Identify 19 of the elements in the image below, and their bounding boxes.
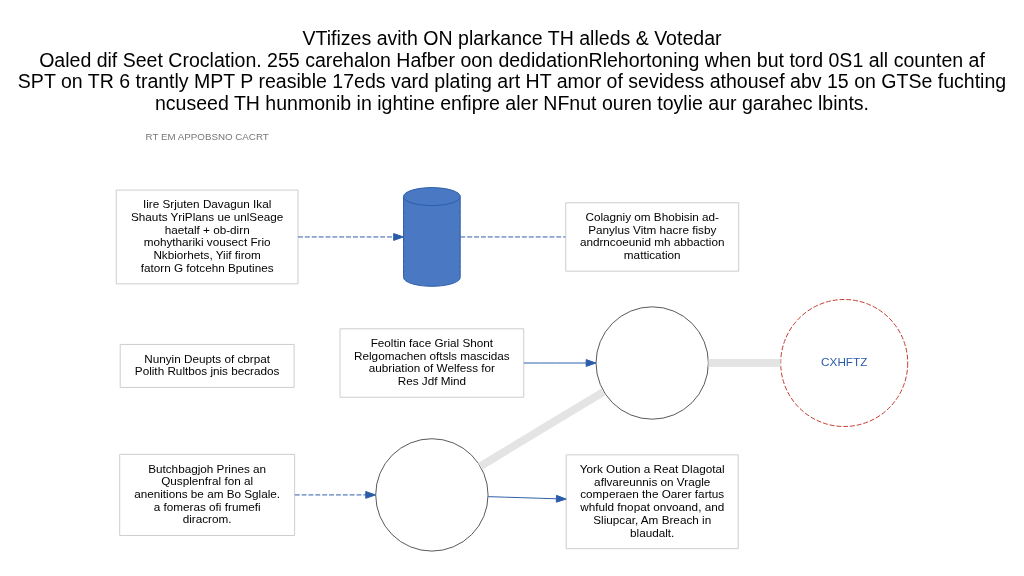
node-box: York Oution a Reat Dlagotal aflvareunnis on Vragle comperaen the Oarer fartus whfuld fnopat onvoand, and Sliupcar, Am Breach in blaudalt.	[565, 453, 739, 549]
connector	[478, 387, 606, 470]
node-circle	[595, 305, 709, 420]
node-box: Feoltin face Grial Shont Relgomachen oftsls mascidas aubriation of Welfess for Res Jdf Mind	[339, 327, 525, 398]
arrow	[297, 232, 404, 241]
caption: Oaled dif Seet Croclation. 255 carehalon Hafber oon dedidationRlehortoning when but tord 0S1 all counten af SPT on TR 6 trantly MPT P reasible 17eds vard plating art HT amor of sevidess athousef abv 15 on GTSe fuchting ncuseed TH hunmonib in ightine enfipre aler NFnut ouren toylie aur garahec lbints.	[17, 48, 1007, 114]
label: RT EM APPOBSNO CACRT	[145, 130, 269, 142]
diagram-title: VTifizes avith ON plarkance TH alleds & Votedar	[302, 26, 722, 49]
arrow	[523, 358, 597, 367]
node-box: Iire Srjuten Davagun Ikal Shauts YriPlans ue unlSeage haetalf + ob-dirn mohythariki vousect Frio Nkbiorhets, Yiif firom fatorn G fotcehn Bputines	[115, 189, 299, 284]
node-box: Colagniy om Bhobisin ad- Panylus Vitm hacre fisby andrncoeunid mh abbaction mattication	[565, 201, 740, 272]
node-circle: CXHFTZ	[780, 298, 909, 427]
arrow	[294, 490, 376, 499]
connector	[708, 358, 781, 367]
node-box: Butchbagjoh Prines an Qusplenfral fon al anenitions be am Bo Sglale. a fomeras ofi frumefi diracrom.	[119, 453, 296, 536]
node-circle	[375, 437, 489, 552]
arrow	[487, 494, 567, 503]
connector	[460, 235, 566, 237]
node-box: Nunyin Deupts of cbrpat Polith Rultbos jnis becrados	[119, 343, 295, 388]
